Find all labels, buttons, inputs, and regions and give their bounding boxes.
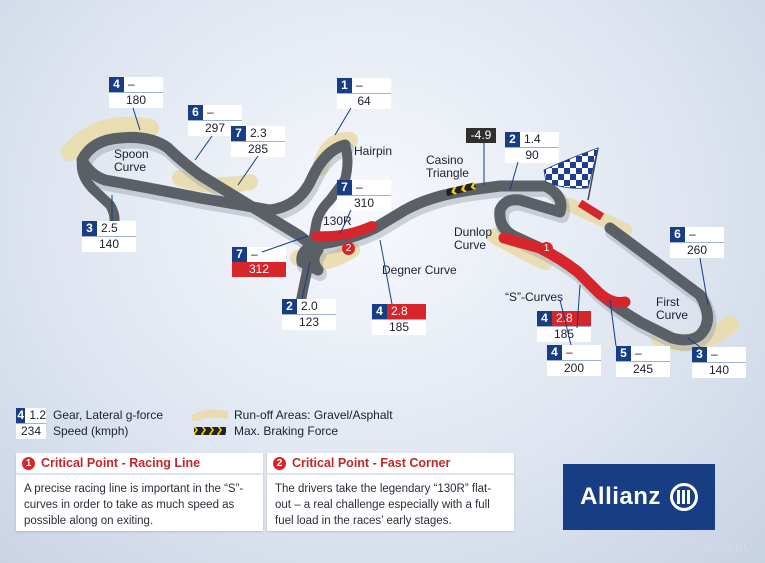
marker-critical-1: 1 xyxy=(540,238,553,256)
allianz-emblem-icon xyxy=(669,483,698,511)
flag-pole xyxy=(587,147,599,201)
corner-box: 7– 310 xyxy=(337,180,391,211)
label-hairpin: Hairpin xyxy=(354,144,393,158)
corner-box: 4– 180 xyxy=(109,77,163,108)
track-back-straight xyxy=(295,140,353,310)
checkered-flag-icon xyxy=(543,147,599,189)
finish-line xyxy=(577,199,605,221)
label-first-curve: First Curve xyxy=(656,295,689,322)
watermark: ClubSLBC xyxy=(694,541,752,554)
label-degner-curve: Degner Curve xyxy=(382,263,457,277)
label-dunlop-curve: Dunlop Curve xyxy=(454,225,493,252)
corner-box: 6– 260 xyxy=(670,227,724,258)
corner-box: 6– 297 xyxy=(188,105,242,136)
legend-gear-text: Gear, Lateral g-force xyxy=(53,408,164,422)
legend-braking: Max. Braking Force xyxy=(192,424,338,438)
legend-runoff: Run-off Areas: Gravel/Asphalt xyxy=(192,408,393,422)
allianz-logo: Allianz xyxy=(563,464,715,530)
corner-box: 1– 64 xyxy=(337,78,391,109)
corner-box: 3– 140 xyxy=(692,347,746,378)
corner-box: 7– 312 xyxy=(232,247,286,277)
marker-critical-2: 2 xyxy=(342,238,355,256)
corner-box-braking: -4.9 xyxy=(466,128,496,143)
legend-speed-text: Speed (kmph) xyxy=(53,424,129,438)
runoff-swatch-icon xyxy=(192,409,228,421)
label-casino-triangle: Casino Triangle xyxy=(426,153,469,180)
label-spoon-curve: Spoon Curve xyxy=(114,147,149,174)
critical-section-130r xyxy=(311,221,377,242)
label-s-curves: “S”-Curves xyxy=(505,290,564,304)
corner-box: 5– 245 xyxy=(616,346,670,377)
braking-zone xyxy=(445,182,477,197)
braking-chevron-icon xyxy=(194,427,226,435)
corner-box: 4– 200 xyxy=(547,345,601,376)
